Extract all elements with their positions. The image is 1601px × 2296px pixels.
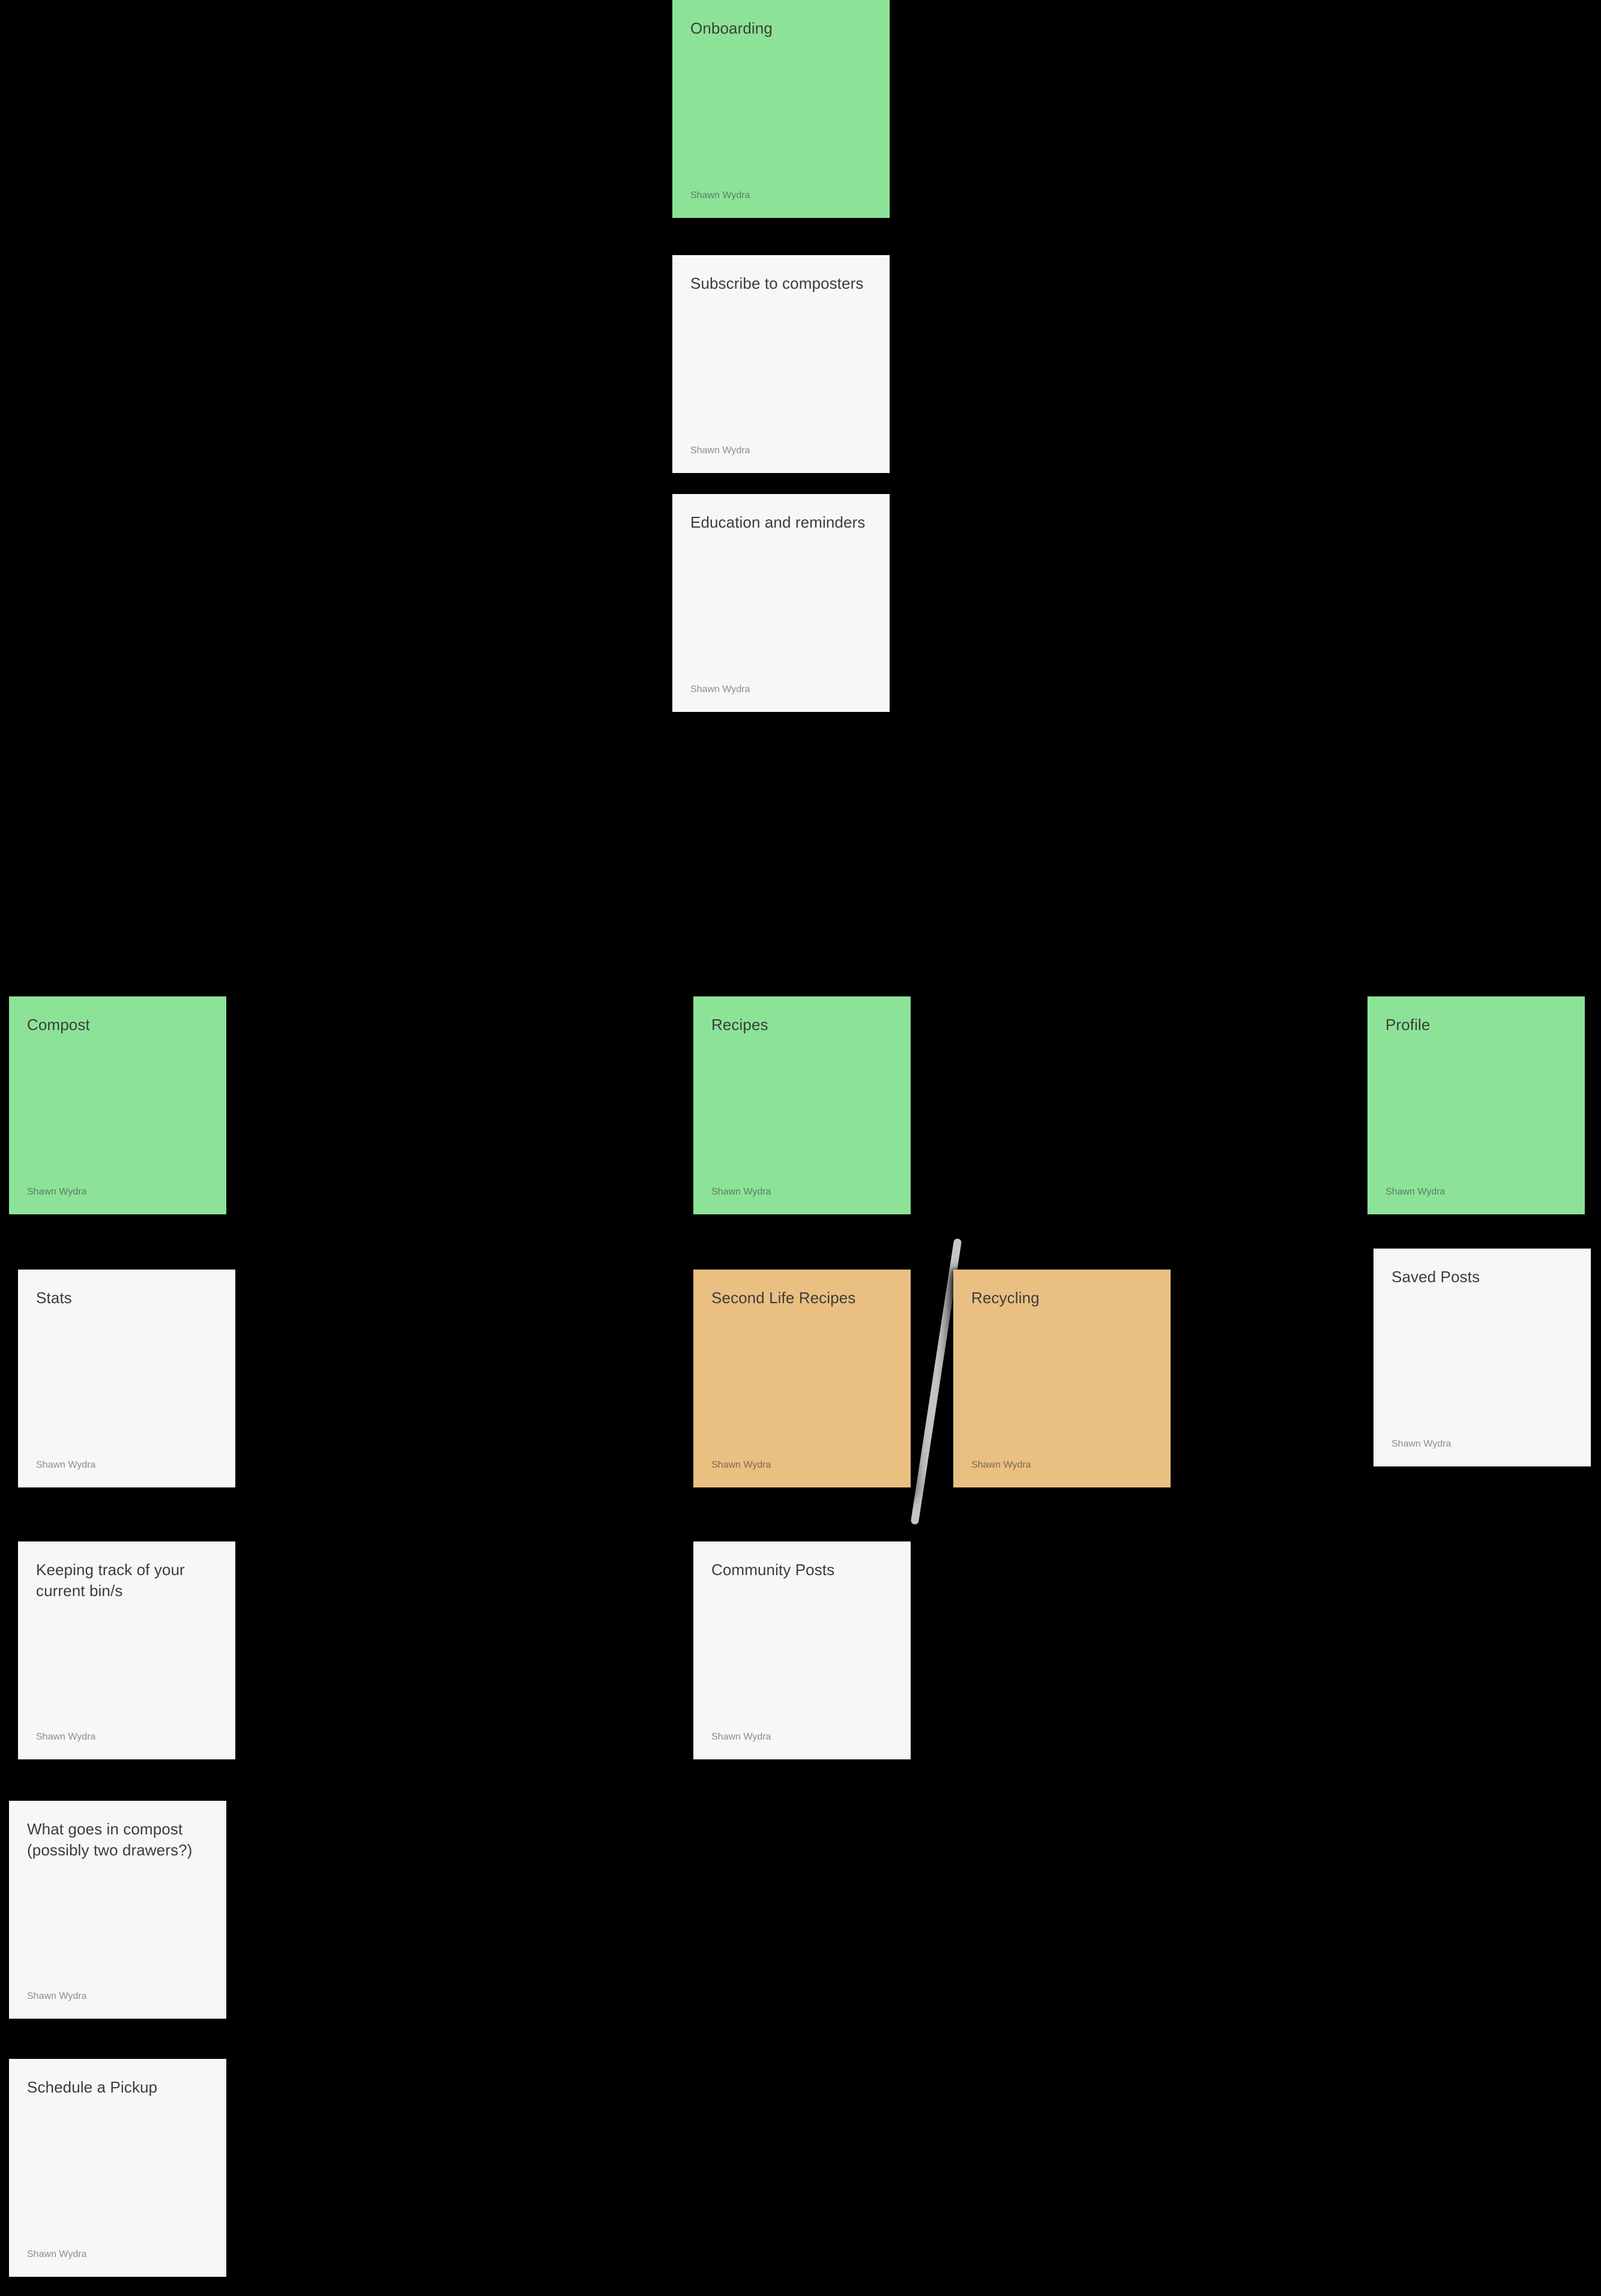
- sticky-note-author: Shawn Wydra: [971, 1459, 1031, 1470]
- sticky-note-title: Community Posts: [711, 1561, 835, 1579]
- sticky-note-author: Shawn Wydra: [36, 1731, 96, 1742]
- sticky-note-author: Shawn Wydra: [690, 190, 750, 200]
- sticky-note-title: Stats: [36, 1289, 72, 1307]
- sticky-note-author: Shawn Wydra: [27, 1990, 87, 2001]
- sticky-note-author: Shawn Wydra: [711, 1186, 771, 1197]
- sticky-note-title: What goes in compost (possibly two drawe…: [27, 1820, 193, 1859]
- sticky-note-author: Shawn Wydra: [690, 684, 750, 695]
- sticky-note-title: Schedule a Pickup: [27, 2078, 158, 2096]
- sticky-note-author: Shawn Wydra: [1385, 1186, 1446, 1197]
- sticky-note-title: Keeping track of your current bin/s: [36, 1561, 185, 1600]
- sticky-note-title: Saved Posts: [1391, 1268, 1480, 1286]
- sticky-note-title: Onboarding: [690, 19, 773, 37]
- sticky-note-author: Shawn Wydra: [36, 1459, 96, 1470]
- sticky-note-author: Shawn Wydra: [690, 445, 750, 456]
- sticky-note-title: Compost: [27, 1016, 90, 1034]
- sticky-note-title: Second Life Recipes: [711, 1289, 856, 1307]
- sticky-note-author: Shawn Wydra: [1391, 1438, 1452, 1449]
- sticky-note-author: Shawn Wydra: [27, 2249, 87, 2259]
- sticky-note-author: Shawn Wydra: [27, 1186, 87, 1197]
- sticky-note-author: Shawn Wydra: [711, 1459, 771, 1470]
- connector-second-life-recipes-to-recycling[interactable]: [911, 1238, 962, 1525]
- sticky-note-author: Shawn Wydra: [711, 1731, 771, 1742]
- sticky-note-title: Education and reminders: [690, 513, 866, 531]
- sticky-note-title: Recycling: [971, 1289, 1040, 1307]
- sticky-note-title: Profile: [1385, 1016, 1431, 1034]
- sticky-note-title: Subscribe to composters: [690, 274, 864, 292]
- sticky-note-what-goes-in-compost[interactable]: What goes in compost (possibly two drawe…: [9, 1801, 226, 2019]
- sticky-note-title: Recipes: [711, 1016, 768, 1034]
